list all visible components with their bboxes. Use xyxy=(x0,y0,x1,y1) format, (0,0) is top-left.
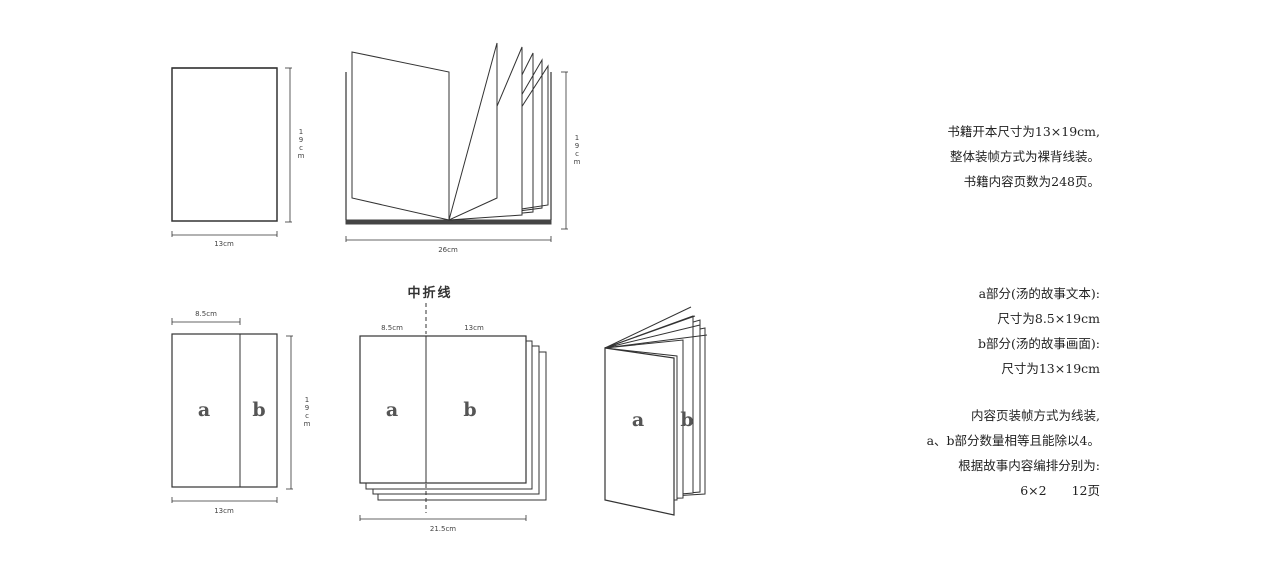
notes-spacer xyxy=(927,381,1100,403)
fold-line-title: 中折线 xyxy=(407,285,452,301)
spread-label-a: a xyxy=(386,399,398,421)
spread-height-dimension xyxy=(561,71,568,230)
svg-text:c: c xyxy=(305,412,309,420)
part-a-width-label: 8.5cm xyxy=(195,310,217,318)
content-binding-line: 内容页装帧方式为线装, xyxy=(971,408,1100,423)
svg-text:1: 1 xyxy=(299,128,303,136)
cover-width-dimension xyxy=(171,231,278,237)
bound-book-perspective xyxy=(604,306,708,516)
book-spec-notes: 书籍开本尺寸为13×19cm, 整体装帧方式为裸背线装。 书籍内容页数为248页… xyxy=(947,119,1100,194)
stacked-spread xyxy=(359,335,547,501)
content-count-line: 6×2 12页 xyxy=(1020,483,1100,498)
total-width-label: 21.5cm xyxy=(430,525,456,533)
spread-part-a-width-label: 8.5cm xyxy=(381,324,403,332)
content-quantity-line: a、b部分数量相等且能除以4。 xyxy=(926,433,1100,448)
cover-height-label: 1 9 c m xyxy=(298,128,305,160)
svg-text:9: 9 xyxy=(575,142,579,150)
cover-height-dimension xyxy=(285,67,292,223)
part-a-width-dimension xyxy=(171,318,241,325)
content-layout-line: 根据故事内容编排分别为: xyxy=(958,458,1100,473)
svg-text:9: 9 xyxy=(305,404,309,412)
part-a-size: 尺寸为8.5×19cm xyxy=(997,311,1100,326)
content-spec-notes: a部分(汤的故事文本): 尺寸为8.5×19cm b部分(汤的故事画面): 尺寸… xyxy=(927,281,1100,503)
split-height-label: 1 9 c m xyxy=(304,396,311,428)
split-cover-page xyxy=(171,333,278,488)
spread-label-b: b xyxy=(463,399,476,421)
spec-line-size: 书籍开本尺寸为13×19cm, xyxy=(947,124,1100,139)
part-b-size: 尺寸为13×19cm xyxy=(1001,361,1100,376)
part-a-title: a部分(汤的故事文本): xyxy=(978,286,1100,301)
part-b-title: b部分(汤的故事画面): xyxy=(978,336,1100,351)
cover-width-label: 13cm xyxy=(214,240,234,248)
svg-text:m: m xyxy=(298,152,305,160)
svg-text:c: c xyxy=(575,150,579,158)
svg-text:m: m xyxy=(304,420,311,428)
spec-line-binding: 整体装帧方式为裸背线装。 xyxy=(949,149,1100,164)
split-cover-label-a: a xyxy=(198,399,210,421)
split-height-dimension xyxy=(286,335,293,490)
svg-text:1: 1 xyxy=(575,134,579,142)
closed-book-cover xyxy=(171,67,278,222)
split-cover-label-b: b xyxy=(252,399,265,421)
svg-text:m: m xyxy=(574,158,581,166)
spread-height-label: 1 9 c m xyxy=(574,134,581,166)
spread-part-b-width-label: 13cm xyxy=(464,324,484,332)
svg-text:c: c xyxy=(299,144,303,152)
total-width-dimension xyxy=(359,515,527,521)
bound-book-label-b: b xyxy=(680,409,693,431)
spec-line-pages: 书籍内容页数为248页。 xyxy=(963,174,1100,189)
svg-text:9: 9 xyxy=(299,136,303,144)
split-cover-width-dimension xyxy=(171,497,278,503)
open-book-spread xyxy=(345,42,552,225)
spread-width-label: 26cm xyxy=(438,246,458,254)
spread-width-dimension xyxy=(345,236,552,242)
bound-book-label-a: a xyxy=(632,409,644,431)
split-cover-width-label: 13cm xyxy=(214,507,234,515)
svg-text:1: 1 xyxy=(305,396,309,404)
